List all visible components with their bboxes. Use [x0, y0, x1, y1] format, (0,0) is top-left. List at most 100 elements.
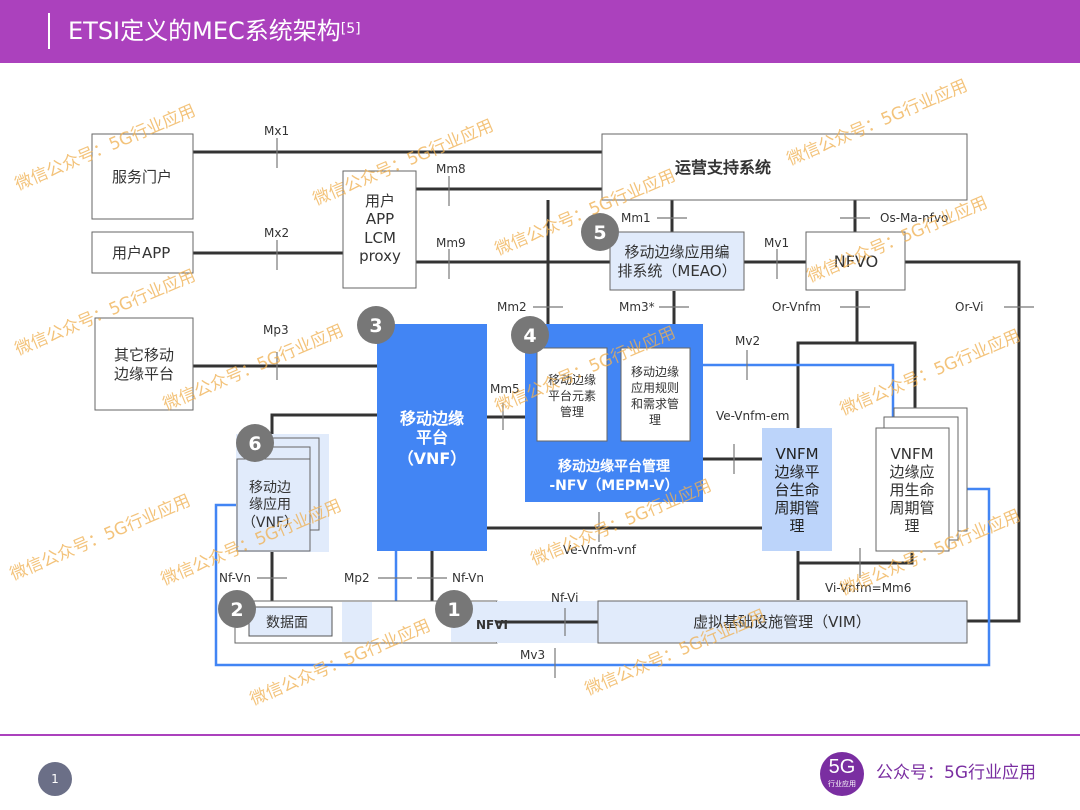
brand-text: 公众号：5G行业应用: [876, 763, 1036, 783]
svg-text:2: 2: [230, 599, 243, 621]
footer-divider: [0, 734, 1080, 736]
app-rules-line-4: 理: [649, 413, 661, 427]
meao-line-1: 移动边缘应用编: [624, 243, 729, 261]
label-ve-vnfm-vnf: Ve-Vnfm-vnf: [563, 543, 637, 557]
label-mp2: Mp2: [344, 571, 370, 585]
element-mgmt-line-3: 管理: [560, 404, 584, 419]
vnfm-platform-line-5: 理: [789, 517, 804, 535]
label-mm8: Mm8: [436, 162, 466, 176]
data-plane-label: 数据面: [266, 615, 308, 631]
label-vi-vnfm: Vi-Vnfm=Mm6: [825, 581, 911, 595]
page-title: ETSI定义的MEC系统架构[5]: [68, 14, 361, 48]
me-app-line-1: 移动边: [249, 480, 291, 496]
box-service-portal[interactable]: 服务门户: [91, 133, 194, 220]
element-mgmt-line-1: 移动边缘: [548, 373, 596, 387]
svg-text:3: 3: [369, 315, 382, 337]
vnfm-app-line-5: 理: [904, 517, 919, 535]
box-vnfm-platform[interactable]: VNFM 边缘平 台生命 周期管 理: [762, 428, 832, 551]
app-rules-line-1: 移动边缘: [631, 365, 679, 379]
vnfm-app-line-3: 用生命: [889, 481, 934, 499]
label-nf-vn-left: Nf-Vn: [219, 571, 251, 585]
line-or-vnfm-a: [796, 291, 859, 428]
mep-line-2: 平台: [416, 428, 448, 447]
label-mm2: Mm2: [497, 300, 527, 314]
lcm-proxy-line-2: APP: [366, 210, 394, 228]
mepm-v-line-2: -NFV（MEPM-V）: [549, 478, 678, 494]
box-nfvi[interactable]: NFVI: [476, 618, 508, 632]
label-mm5: Mm5: [490, 382, 520, 396]
app-rules-line-3: 和需求管: [631, 396, 679, 411]
header-bar: ETSI定义的MEC系统架构[5]: [0, 0, 1080, 63]
lcm-proxy-line-3: LCM: [364, 229, 396, 247]
line-vi-vnfm-b: [798, 553, 914, 565]
svg-text:4: 4: [523, 325, 536, 347]
label-os-ma-nfvo: Os-Ma-nfvo: [880, 211, 948, 225]
vnfm-platform-line-4: 周期管: [774, 499, 819, 517]
label-mp3: Mp3: [263, 323, 289, 337]
box-nfvo[interactable]: NFVO: [805, 231, 906, 291]
badge-2: 2: [218, 590, 256, 628]
box-user-app-lcm-proxy[interactable]: 用户 APP LCM proxy: [342, 170, 417, 289]
badge-4: 4: [511, 316, 549, 354]
svg-text:5: 5: [593, 222, 606, 244]
element-mgmt-line-2: 平台元素: [548, 388, 596, 403]
lcm-proxy-line-4: proxy: [359, 247, 401, 265]
badge-6: 6: [236, 424, 274, 462]
vnfm-platform-line-2: 边缘平: [774, 463, 819, 481]
other-mep-line-2: 边缘平台: [114, 365, 174, 383]
label-mm9: Mm9: [436, 236, 466, 250]
other-mep-line-1: 其它移动: [114, 346, 174, 364]
vnfm-app-line-4: 周期管: [889, 499, 934, 517]
label-mv1: Mv1: [764, 236, 789, 250]
label-or-vi: Or-Vi: [955, 300, 984, 314]
label-mx2: Mx2: [264, 226, 289, 240]
nfvi-label: NFVI: [476, 618, 508, 632]
page-title-text: ETSI定义的MEC系统架构: [68, 17, 341, 45]
label-mx1: Mx1: [264, 124, 289, 138]
box-oss[interactable]: 运营支持系统: [601, 133, 968, 201]
vnfm-app-line-1: VNFM: [890, 445, 933, 463]
reference-ticks: [257, 138, 1034, 678]
box-vnfm-app[interactable]: VNFM 边缘应 用生命 周期管 理: [875, 407, 968, 552]
line-or-vi: [905, 260, 1021, 623]
box-vim[interactable]: 虚拟基础设施管理（VIM）: [597, 600, 968, 644]
mep-line-1: 移动边缘: [400, 409, 464, 428]
svg-text:1: 1: [447, 599, 460, 621]
brand-logo: 5G 行业应用: [820, 752, 864, 796]
box-user-app[interactable]: 用户APP: [91, 231, 194, 274]
label-ve-vnfm-em: Ve-Vnfm-em: [716, 409, 789, 423]
vim-label: 虚拟基础设施管理（VIM）: [693, 613, 871, 631]
box-meao[interactable]: 移动边缘应用编 排系统（MEAO）: [609, 231, 745, 291]
box-app-rules-mgmt: [620, 347, 691, 442]
svg-text:6: 6: [248, 433, 261, 455]
service-portal-label: 服务门户: [112, 168, 172, 186]
line-mv3: [214, 487, 991, 667]
me-app-line-2: 缘应用: [249, 496, 291, 513]
line-or-vnfm-b: [857, 341, 917, 418]
box-other-mep[interactable]: 其它移动 边缘平台: [94, 317, 194, 411]
badge-5: 5: [581, 213, 619, 251]
line-mp1: [270, 413, 377, 440]
app-rules-line-2: 应用规则: [631, 380, 679, 395]
page-number: 1: [38, 762, 72, 796]
me-app-line-3: （VNF）: [242, 515, 298, 531]
label-nf-vi: Nf-Vi: [551, 591, 578, 605]
line-mv2: [702, 363, 895, 428]
nfvo-label: NFVO: [834, 252, 878, 271]
label-mm3: Mm3*: [619, 300, 655, 314]
number-badges: 1 2 3 4 5 6: [218, 213, 619, 628]
box-mep-element-mgmt: [536, 347, 608, 442]
box-mep[interactable]: 移动边缘 平台 （VNF）: [377, 324, 487, 551]
vnfm-app-line-2: 边缘应: [889, 463, 934, 481]
reference-labels: Mx1 Mx2 Mm8 Mm9 Mm1 Os-Ma-nfvo Mv1 Mm2 M…: [219, 124, 984, 662]
logo-sub-text: 行业应用: [828, 780, 856, 788]
title-divider: [48, 13, 50, 49]
box-mepm-v[interactable]: 移动边缘 平台元素 管理 移动边缘 应用规则 和需求管 理 移动边缘平台管理 -…: [525, 324, 703, 502]
box-data-plane[interactable]: 数据面: [248, 606, 333, 637]
meao-line-2: 排系统（MEAO）: [617, 262, 736, 280]
badge-1: 1: [435, 590, 473, 628]
label-mv3: Mv3: [520, 648, 545, 662]
reference-mark: [5]: [340, 21, 361, 37]
label-mv2: Mv2: [735, 334, 760, 348]
mep-line-3: （VNF）: [398, 449, 467, 468]
